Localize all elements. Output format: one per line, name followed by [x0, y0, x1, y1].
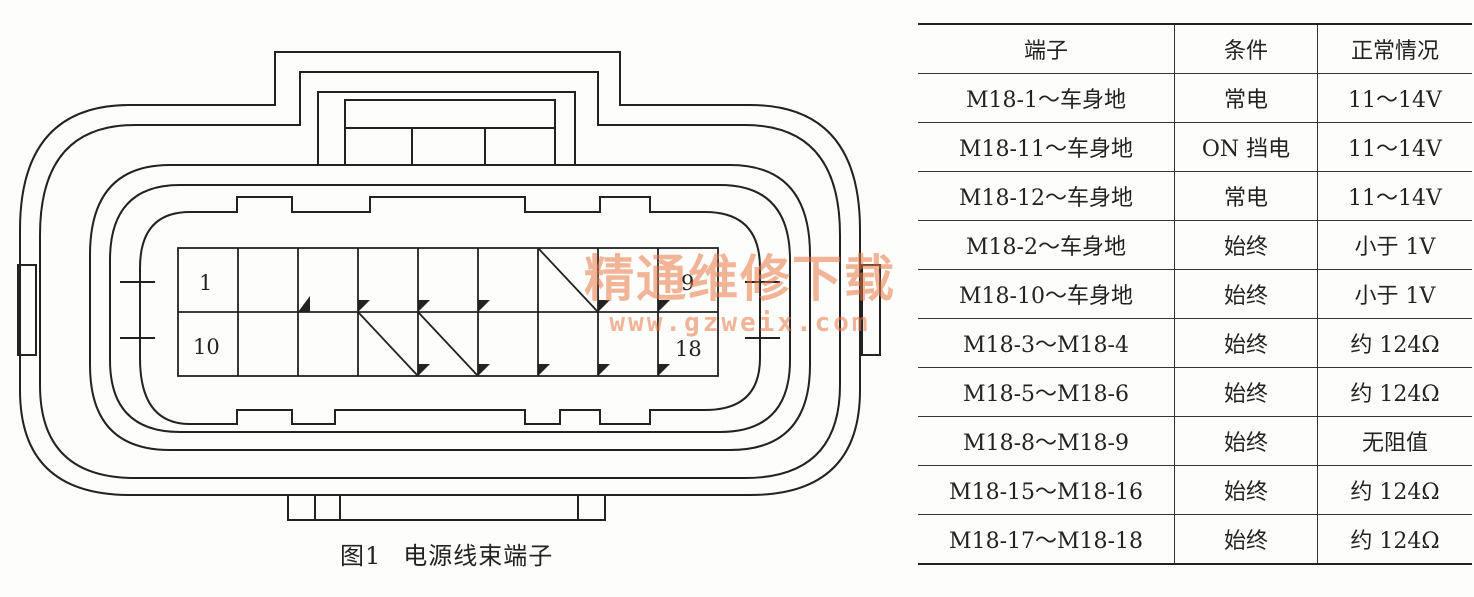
cell-normal: 约 124Ω [1350, 529, 1440, 554]
cell-normal: 约 124Ω [1317, 367, 1472, 417]
cell-normal: 11～14V [1317, 171, 1472, 221]
table-row: M18-2～车身地始终小于 1V [918, 220, 1472, 270]
cell-condition: ON 挡电 [1174, 122, 1318, 172]
cell-condition: 始终 [1174, 416, 1318, 466]
cell-condition: 常电 [1174, 73, 1318, 123]
cell-condition: 始终 [1174, 318, 1318, 368]
cell-condition: 始终 [1174, 465, 1318, 515]
cell-terminal: M18-8～M18-9 [918, 416, 1175, 466]
housing-inner-line [39, 71, 841, 479]
middle-frame [89, 164, 811, 451]
cell-normal: 小于 1V [1317, 269, 1472, 319]
pin-grid [177, 247, 719, 377]
cell-normal: 约 124Ω [1317, 318, 1472, 368]
header-normal: 正常情况 [1317, 24, 1472, 74]
inner-frame [139, 196, 761, 425]
cell-terminal: M18-11～车身地 [918, 122, 1175, 172]
bottom-tab [287, 495, 606, 521]
cell-condition: 始终 [1174, 367, 1318, 417]
cell-normal: 11～14V [1317, 73, 1472, 123]
cell-terminal: M18-17～M18-18 [918, 514, 1175, 564]
figure-caption: 图1 电源线束端子 [340, 536, 553, 571]
cell-terminal: M18-2～车身地 [918, 220, 1175, 270]
pin-label-10: 10 [193, 335, 220, 359]
cell-terminal: M18-1～车身地 [918, 73, 1175, 123]
pin-corner-marks [298, 296, 670, 376]
cell-terminal: M18-3～M18-4 [918, 318, 1175, 368]
pin-label-9: 9 [681, 271, 694, 295]
cell-normal: 约 124Ω [1317, 465, 1472, 515]
caption-text: 电源线束端子 [403, 542, 554, 570]
caption-number: 图1 [340, 542, 382, 570]
cell-terminal: M18-12～车身地 [918, 171, 1175, 221]
cell-terminal: M18-5～M18-6 [918, 367, 1175, 417]
table-header-row: 端子 条件 正常情况 [918, 24, 1472, 74]
cell-normal: 小于 1V [1317, 220, 1472, 270]
cell-terminal: M18-15～M18-16 [918, 465, 1175, 515]
pin-label-1: 1 [199, 271, 212, 295]
cell-terminal: M18-10～车身地 [918, 269, 1175, 319]
outer-housing [19, 51, 861, 496]
connector-drawing: 1 9 10 18 [17, 51, 881, 521]
cell-normal: 无阻值 [1317, 416, 1472, 466]
header-terminal: 端子 [918, 24, 1175, 74]
cell-condition: 始终 [1174, 514, 1318, 564]
cell-condition: 始终 [1174, 269, 1318, 319]
cell-condition: 常电 [1174, 171, 1318, 221]
table-row: M18-10～车身地始终小于 1V [918, 269, 1472, 319]
cell-condition: 始终 [1174, 220, 1318, 270]
header-condition: 条件 [1174, 24, 1318, 74]
pin-label-18: 18 [675, 337, 702, 361]
cell-normal: 11～14V [1317, 122, 1472, 172]
